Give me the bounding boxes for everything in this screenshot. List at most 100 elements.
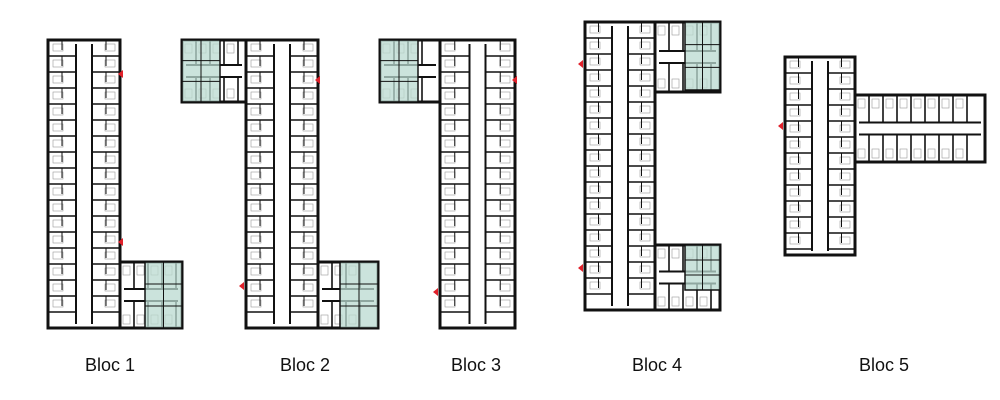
bed [104,187,116,196]
bed [789,76,801,85]
bed [589,121,601,130]
entrance-marker-icon [239,282,244,290]
bed [685,296,694,307]
bed [52,251,64,260]
bed [671,25,680,36]
bed [789,204,801,213]
bed [639,233,651,242]
bed [52,267,64,276]
entrance-marker-icon [315,76,320,84]
bed [302,283,314,292]
bed [52,59,64,68]
bloc-2-plan [180,38,380,330]
entrance-marker-icon [778,122,783,130]
wing [583,20,657,312]
bed [104,299,116,308]
bed [789,172,801,181]
bed [104,91,116,100]
bed [104,267,116,276]
bed [104,283,116,292]
bed [136,314,145,325]
bed [699,296,708,307]
bed [927,98,936,109]
bed [104,155,116,164]
bed [250,107,262,116]
bed [789,236,801,245]
bed [657,25,666,36]
bed [789,140,801,149]
bed [589,89,601,98]
bed [639,265,651,274]
bed [839,156,851,165]
bed [857,98,866,109]
bed [250,91,262,100]
bed [104,43,116,52]
bed [302,155,314,164]
bed [589,57,601,66]
bed [302,139,314,148]
bloc-4-plan [578,20,722,312]
entrance-marker-icon [578,60,583,68]
bed [639,169,651,178]
bed [657,296,666,307]
bed [302,203,314,212]
bed [52,219,64,228]
bed [302,299,314,308]
bed [302,171,314,180]
bed [136,265,145,276]
bed [250,283,262,292]
bed [839,92,851,101]
bed [885,148,894,159]
bed [639,89,651,98]
bed [955,98,964,109]
bed [250,43,262,52]
bed [871,148,880,159]
bed [302,187,314,196]
bed [250,123,262,132]
bed [52,283,64,292]
bed [789,108,801,117]
bed [839,76,851,85]
bed [589,73,601,82]
bloc-1-plan [46,38,184,330]
bed [320,314,329,325]
bed [589,201,601,210]
entrance-marker-icon [578,264,583,272]
bed [302,267,314,276]
bed [789,188,801,197]
bed [589,105,601,114]
bed [589,233,601,242]
bed [955,148,964,159]
bed [302,43,314,52]
bed [639,73,651,82]
bed [302,251,314,260]
bed [913,148,922,159]
bed [789,156,801,165]
bed [104,219,116,228]
bed [671,248,680,259]
wing [438,38,517,330]
bed [941,148,950,159]
wing [244,38,320,330]
bed [871,98,880,109]
bed [589,153,601,162]
bed [913,98,922,109]
bed [639,25,651,34]
bed [589,265,601,274]
bed [789,124,801,133]
bloc-5-label: Bloc 5 [858,355,910,375]
bed [639,249,651,258]
bed [52,91,64,100]
bed [104,123,116,132]
bed [589,281,601,290]
outer-wall [783,55,857,257]
bed [250,187,262,196]
bed [671,78,680,89]
bed [885,98,894,109]
bed [839,140,851,149]
bed [250,59,262,68]
bed [250,139,262,148]
bed [657,78,666,89]
bed [589,41,601,50]
